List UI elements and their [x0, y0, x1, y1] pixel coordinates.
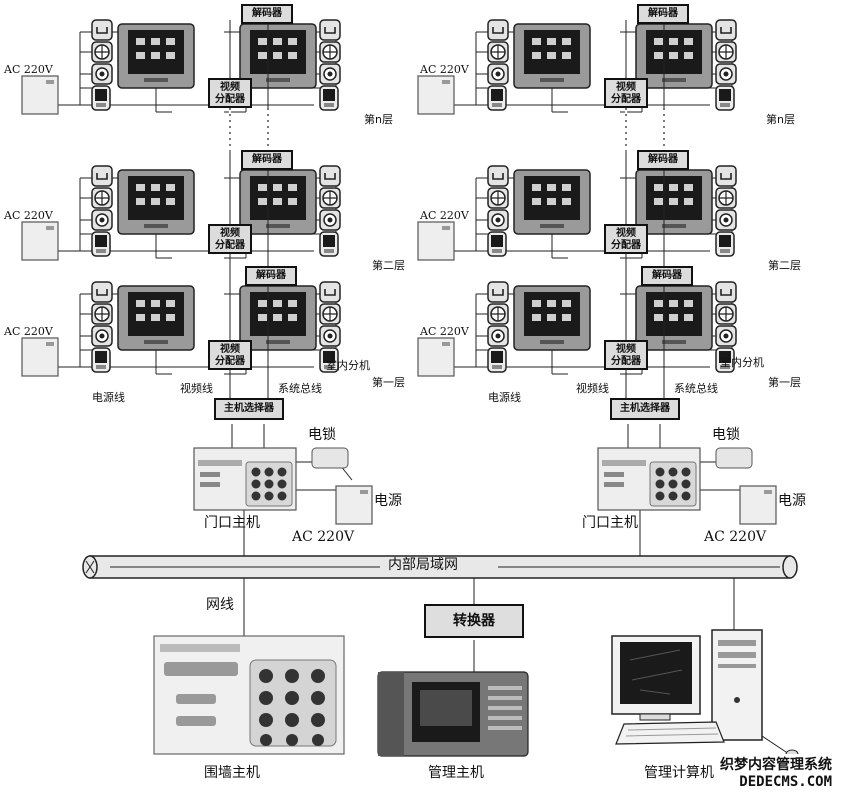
- management-computer-device: [611, 629, 799, 759]
- decoder-box: 解码器: [245, 266, 297, 286]
- power-supply-label: 电源: [374, 493, 402, 509]
- ac220v-label: AC 220V: [4, 325, 53, 338]
- floor-n-label: 第n层: [766, 113, 795, 126]
- decoder-label: 解码器: [252, 154, 282, 165]
- indoor-unit-label: 室内分机: [326, 359, 370, 372]
- decoder-box: 解码器: [241, 150, 293, 170]
- electric-lock-label: 电锁: [712, 427, 740, 443]
- video-distributor-label-1: 视频: [616, 228, 636, 239]
- video-distributor-label-2: 分配器: [215, 356, 245, 367]
- video-line-label: 视频线: [180, 382, 213, 395]
- floor-2-label: 第二层: [372, 259, 405, 272]
- decoder-label: 解码器: [256, 270, 286, 281]
- power-line-label: 电源线: [488, 391, 521, 404]
- system-bus-label: 系统总线: [278, 382, 322, 395]
- converter-box: 转换器: [424, 604, 524, 638]
- host-selector-label: 主机选择器: [224, 403, 274, 414]
- video-distributor-label-1: 视频: [220, 344, 240, 355]
- system-bus-label: 系统总线: [674, 382, 718, 395]
- door-host-label: 门口主机: [204, 515, 260, 531]
- video-distributor-label-1: 视频: [616, 82, 636, 93]
- converter-label: 转换器: [453, 613, 495, 629]
- power-supply-label: 电源: [778, 493, 806, 509]
- video-distributor-box: 视频分配器: [604, 340, 648, 370]
- decoder-box: 解码器: [641, 266, 693, 286]
- host-selector-box: 主机选择器: [610, 398, 680, 420]
- video-distributor-box: 视频分配器: [208, 224, 252, 254]
- door-host-label: 门口主机: [582, 515, 638, 531]
- video-distributor-label-1: 视频: [616, 344, 636, 355]
- floor-1-label: 第一层: [768, 376, 801, 389]
- host-selector-box: 主机选择器: [214, 398, 284, 420]
- indoor-unit-label: 室内分机: [720, 356, 764, 369]
- ac220v-label: AC 220V: [420, 63, 469, 76]
- wall-host-label: 围墙主机: [204, 765, 260, 781]
- management-host-label: 管理主机: [428, 765, 484, 781]
- video-distributor-label-2: 分配器: [215, 240, 245, 251]
- decoder-box: 解码器: [241, 4, 293, 24]
- floor-1-label: 第一层: [372, 376, 405, 389]
- decoder-label: 解码器: [648, 154, 678, 165]
- bottom-wiring: [243, 578, 735, 672]
- video-distributor-box: 视频分配器: [208, 340, 252, 370]
- wall-host-device: [153, 635, 345, 755]
- video-distributor-label-2: 分配器: [611, 356, 641, 367]
- video-distributor-label-2: 分配器: [611, 94, 641, 105]
- electric-lock-label: 电锁: [308, 427, 336, 443]
- video-distributor-box: 视频分配器: [208, 78, 252, 108]
- video-line-label: 视频线: [576, 382, 609, 395]
- right-building: [418, 20, 777, 560]
- host-selector-label: 主机选择器: [620, 403, 670, 414]
- power-line-label: 电源线: [92, 391, 125, 404]
- ac220v-label: AC 220V: [704, 529, 767, 545]
- decoder-label: 解码器: [252, 8, 282, 19]
- video-distributor-label-1: 视频: [220, 228, 240, 239]
- left-building: [22, 20, 373, 560]
- ac220v-label: AC 220V: [420, 209, 469, 222]
- management-host-device: [377, 671, 529, 757]
- video-distributor-label-2: 分配器: [215, 94, 245, 105]
- ac220v-label: AC 220V: [4, 209, 53, 222]
- watermark-url: DEDECMS.COM: [737, 774, 834, 790]
- video-distributor-box: 视频分配器: [604, 78, 648, 108]
- management-computer-label: 管理计算机: [644, 765, 714, 781]
- video-distributor-box: 视频分配器: [604, 224, 648, 254]
- floor-n-label: 第n层: [364, 113, 393, 126]
- decoder-box: 解码器: [637, 150, 689, 170]
- ac220v-label: AC 220V: [292, 529, 355, 545]
- lan-label: 内部局域网: [384, 558, 462, 572]
- decoder-label: 解码器: [648, 8, 678, 19]
- ac220v-label: AC 220V: [420, 325, 469, 338]
- decoder-box: 解码器: [637, 4, 689, 24]
- floor-2-label: 第二层: [768, 259, 801, 272]
- watermark-text: 织梦内容管理系统: [718, 754, 834, 774]
- network-cable-label: 网线: [206, 597, 234, 613]
- video-distributor-label-1: 视频: [220, 82, 240, 93]
- video-distributor-label-2: 分配器: [611, 240, 641, 251]
- decoder-label: 解码器: [652, 270, 682, 281]
- ac220v-label: AC 220V: [4, 63, 53, 76]
